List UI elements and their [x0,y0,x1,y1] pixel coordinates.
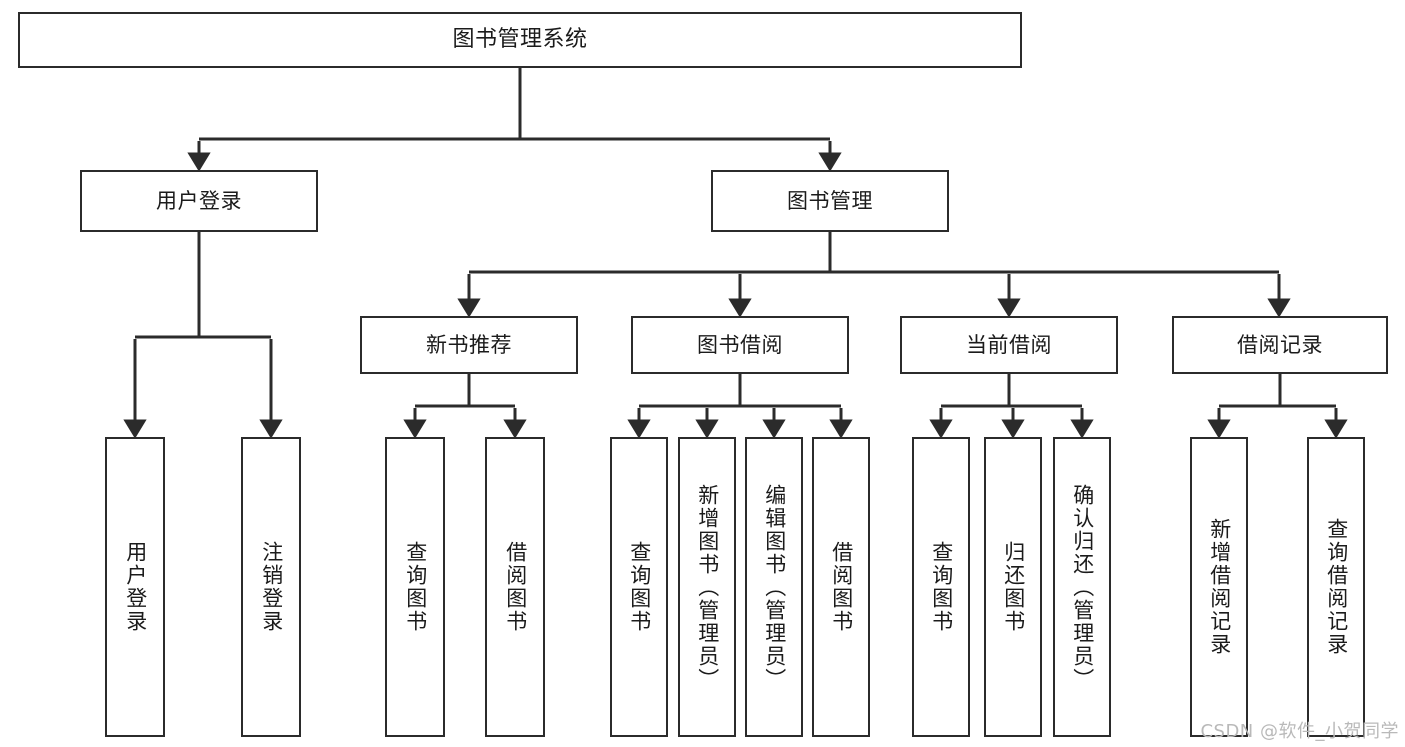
leaf-user-login[interactable]: 用户登录 [105,437,165,737]
leaf-borrow-add-book-admin[interactable]: 新增图书（管理员） [678,437,736,737]
node-label: 查询图书 [929,541,954,633]
node-label: 归还图书 [1001,541,1026,633]
leaf-record-query-borrow-record[interactable]: 查询借阅记录 [1307,437,1365,737]
leaf-current-return-book[interactable]: 归还图书 [984,437,1042,737]
leaf-record-add-borrow-record[interactable]: 新增借阅记录 [1190,437,1248,737]
node-label: 用户登录 [156,188,242,213]
node-book-manage[interactable]: 图书管理 [711,170,949,232]
leaf-recommend-borrow-book[interactable]: 借阅图书 [485,437,545,737]
node-label: 图书管理系统 [452,27,588,53]
node-label: 用户登录 [123,541,148,633]
node-label: 借阅图书 [829,541,854,633]
leaf-borrow-edit-book-admin[interactable]: 编辑图书（管理员） [745,437,803,737]
node-label: 新增图书（管理员） [695,483,720,691]
node-label: 注销登录 [259,541,284,633]
node-label: 图书管理 [787,188,873,213]
node-label: 新书推荐 [426,332,512,357]
node-label: 查询图书 [627,541,652,633]
csdn-watermark: CSDN @软件_小贺同学 [1200,721,1399,742]
node-current-borrow[interactable]: 当前借阅 [900,316,1118,374]
leaf-recommend-query-book[interactable]: 查询图书 [385,437,445,737]
node-book-borrow[interactable]: 图书借阅 [631,316,849,374]
leaf-borrow-borrow-book[interactable]: 借阅图书 [812,437,870,737]
leaf-current-confirm-return-admin[interactable]: 确认归还（管理员） [1053,437,1111,737]
leaf-user-logout[interactable]: 注销登录 [241,437,301,737]
node-label: 新增借阅记录 [1207,518,1232,656]
node-label: 图书借阅 [697,332,783,357]
node-label: 当前借阅 [966,332,1052,357]
node-label: 查询借阅记录 [1324,518,1349,656]
node-root-system[interactable]: 图书管理系统 [18,12,1022,68]
node-label: 确认归还（管理员） [1070,483,1095,691]
node-user-login[interactable]: 用户登录 [80,170,318,232]
node-new-book-recommend[interactable]: 新书推荐 [360,316,578,374]
node-label: 借阅图书 [503,541,528,633]
node-label: 编辑图书（管理员） [762,483,787,691]
node-label: 借阅记录 [1237,332,1323,357]
node-label: 查询图书 [403,541,428,633]
leaf-borrow-query-book[interactable]: 查询图书 [610,437,668,737]
leaf-current-query-book[interactable]: 查询图书 [912,437,970,737]
node-borrow-record[interactable]: 借阅记录 [1172,316,1388,374]
